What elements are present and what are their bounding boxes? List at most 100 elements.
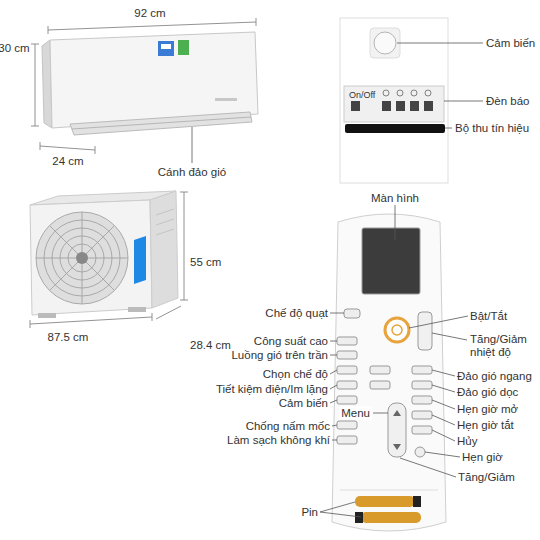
dimension-tick: [180, 192, 188, 193]
fan-grille: [36, 212, 128, 304]
part-label: Công suất cao: [254, 335, 328, 348]
remote-button: [337, 381, 357, 389]
remote-button: [337, 436, 357, 444]
indicator-lamp: [396, 101, 405, 111]
dimension-label: 30 cm: [0, 42, 30, 55]
indicator-icon: [383, 90, 389, 96]
dimension-tick: [180, 300, 188, 301]
part-label: Hẹn giờ: [462, 451, 503, 464]
remote-button: [370, 381, 390, 389]
dimension-label: 28.4 cm: [190, 339, 231, 352]
leader-line: [432, 430, 455, 441]
dimension-line: [35, 44, 36, 126]
signal-receiver: [345, 124, 445, 133]
battery: [355, 496, 415, 507]
remote-button: [337, 396, 357, 404]
remote-button: [412, 426, 432, 434]
unit-foot: [38, 313, 56, 318]
part-label: Chế độ quạt: [265, 307, 328, 320]
remote-button: [412, 396, 432, 404]
dimension-line: [156, 306, 181, 319]
brand-logo: [134, 236, 146, 284]
leader-line: [445, 128, 452, 129]
leader-line: [332, 425, 337, 426]
part-label: Bộ thu tín hiệu: [455, 122, 529, 135]
leader-line: [425, 452, 460, 457]
leader-line: [330, 355, 337, 356]
remote-button: [337, 337, 357, 345]
leader-line: [432, 400, 455, 409]
remote-button: [337, 366, 357, 374]
dimension-tick: [48, 26, 49, 34]
part-label: Tăng/Giảm nhiệt độ: [470, 333, 538, 359]
fan-spoke: [50, 226, 114, 290]
timer-button: [415, 447, 425, 457]
indicator-icon: [425, 90, 431, 96]
part-label: Làm sạch không khí: [227, 434, 330, 447]
leader-line: [330, 400, 337, 403]
remote-button: [370, 366, 390, 374]
dimension-label: 92 cm: [134, 7, 165, 20]
part-label: Hẹn giờ mở: [457, 403, 518, 416]
indicator-lamp: [424, 101, 433, 111]
energy-sticker: [158, 41, 174, 56]
part-label: Luồng gió trên trần: [231, 349, 328, 362]
leader-line: [432, 370, 455, 376]
energy-sticker: [161, 44, 171, 49]
part-label: Cảm biến: [279, 397, 328, 410]
dimension-tick: [40, 142, 41, 150]
leader-line: [320, 502, 355, 512]
arrow-pad: [388, 403, 406, 457]
dimension-tick: [256, 18, 257, 26]
remote-button: [412, 411, 432, 419]
dimension-line: [40, 146, 95, 150]
leader-line: [373, 413, 388, 414]
indicator-icon: [411, 90, 417, 96]
leader-line: [432, 333, 467, 340]
side-vent: [156, 229, 174, 235]
fan-spoke: [50, 226, 114, 290]
arrow-up: [393, 410, 401, 416]
indicator-lamp: [382, 101, 391, 111]
part-label: Bật/Tắt: [470, 310, 507, 323]
unit-foot: [128, 307, 146, 312]
battery-compartment: [340, 490, 438, 491]
leader-line: [432, 415, 455, 425]
dimension-tick: [30, 320, 31, 328]
part-label: Tăng/Giảm: [458, 471, 515, 484]
leader-line: [400, 458, 456, 477]
brand-mark: [215, 98, 237, 101]
remote-body: [332, 214, 446, 531]
leader-line: [330, 341, 337, 342]
power-button: [392, 325, 402, 335]
part-label: Đảo gió ngang: [457, 370, 532, 383]
battery-terminal: [413, 496, 421, 507]
part-label: Pin: [301, 506, 318, 519]
part-label: Đảo gió dọc: [457, 386, 518, 399]
leader-line: [330, 385, 337, 389]
dimension-label: 55 cm: [190, 256, 221, 269]
indicator-icon: [397, 90, 403, 96]
button-text: On/Off: [349, 89, 375, 102]
leader-line: [332, 440, 337, 441]
dimension-tick: [31, 126, 39, 127]
indicator-lamp: [410, 101, 419, 111]
leader-line: [432, 385, 455, 392]
leader-line: [320, 512, 361, 517]
remote-button: [412, 366, 432, 374]
dimension-tick: [95, 146, 96, 154]
leader-line: [330, 313, 344, 314]
part-label: Cánh đảo gió: [158, 166, 226, 179]
leader-line: [409, 316, 468, 328]
dimension-tick: [31, 44, 39, 45]
part-label: Chọn chế độ: [263, 368, 328, 381]
leader-line: [444, 101, 483, 102]
outdoor-front: [30, 200, 152, 315]
part-label: Hủy: [457, 435, 477, 448]
sensor: [374, 32, 396, 54]
part-label: Menu: [339, 407, 372, 420]
part-label: Hẹn giờ tắt: [457, 419, 514, 432]
leader-line: [192, 127, 193, 163]
remote-button: [412, 381, 432, 389]
dimension-label: 24 cm: [52, 155, 83, 168]
